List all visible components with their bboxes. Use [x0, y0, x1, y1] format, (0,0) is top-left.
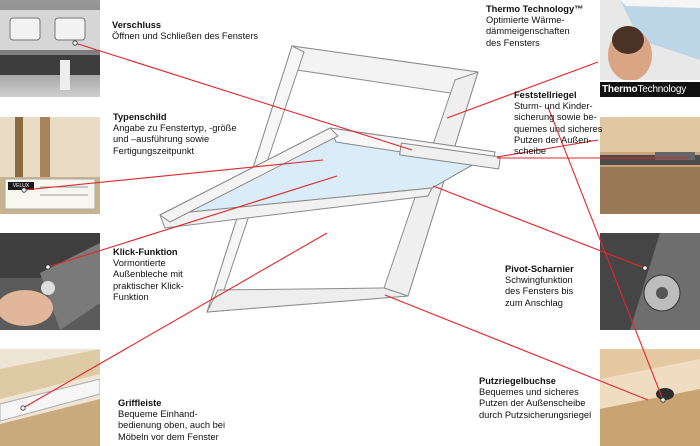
photo-thermo	[600, 0, 700, 80]
label-title: Feststellriegel	[514, 90, 577, 100]
leader-lines	[22, 42, 688, 409]
photo-klick	[0, 233, 100, 330]
label-desc: Bequeme Einhand- bedienung oben, auch be…	[118, 409, 226, 442]
label-title: Pivot-Scharnier	[505, 264, 574, 274]
photo-verschluss	[0, 0, 100, 97]
label-title: Thermo Technology™	[486, 4, 584, 14]
photo-griffleiste	[0, 349, 100, 446]
label-title: Verschluss	[112, 20, 162, 30]
thermo-technology-logo: ThermoTechnology	[600, 82, 700, 97]
label-desc: Sturm- und Kinder- sicherung sowie be- q…	[514, 101, 603, 157]
label-desc: Bequemes und sicheres Putzen der Außensc…	[479, 387, 592, 420]
label-desc: Angabe zu Fenstertyp, -größe und –ausfüh…	[113, 123, 237, 156]
label-title: Klick-Funktion	[113, 247, 178, 257]
label-thermo: Thermo Technology™ Optimierte Wärme- däm…	[486, 4, 583, 49]
photo-putzriegel	[600, 349, 700, 446]
photo-feststell	[600, 117, 700, 214]
label-pivot: Pivot-Scharnier Schwingfunktion des Fens…	[505, 264, 574, 309]
label-desc: Optimierte Wärme- dämmeigenschaften des …	[486, 15, 570, 48]
label-desc: Schwingfunktion des Fensters bis zum Ans…	[505, 275, 574, 308]
label-title: Typenschild	[113, 112, 167, 122]
velux-badge: VELUX	[8, 182, 34, 190]
label-verschluss: Verschluss Öffnen und Schließen des Fens…	[112, 20, 258, 42]
label-feststell: Feststellriegel Sturm- und Kinder- siche…	[514, 90, 602, 157]
label-title: Putzriegelbuchse	[479, 376, 556, 386]
label-putzriegel: Putzriegelbuchse Bequemes und sicheres P…	[479, 376, 591, 421]
label-desc: Öffnen und Schließen des Fensters	[112, 31, 259, 42]
label-typenschild: Typenschild Angabe zu Fenstertyp, -größe…	[113, 112, 237, 157]
label-klick: Klick-Funktion Vormontierte Außenbleche …	[113, 247, 184, 303]
label-title: Griffleiste	[118, 398, 162, 408]
label-griffleiste: Griffleiste Bequeme Einhand- bedienung o…	[118, 398, 225, 443]
label-desc: Vormontierte Außenbleche mit praktischer…	[113, 258, 184, 302]
